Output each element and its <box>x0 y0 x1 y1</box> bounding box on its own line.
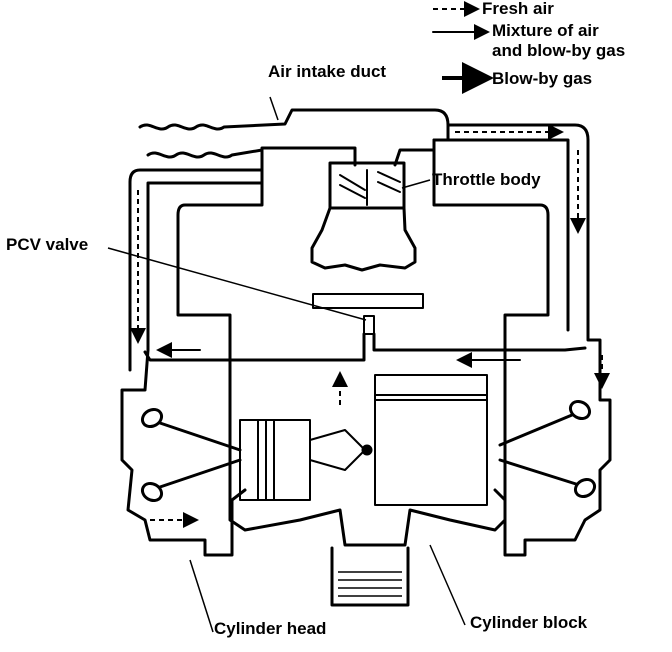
legend-mixture-label-line2: and blow-by gas <box>492 41 626 60</box>
cylinder-block-label: Cylinder block <box>470 613 588 632</box>
valves <box>140 399 597 503</box>
legend-mixture-label-line1: Mixture of air <box>492 21 599 40</box>
cylinder-head <box>120 348 612 633</box>
cylinder-head-label: Cylinder head <box>214 619 327 638</box>
intake-plenum <box>176 148 550 334</box>
legend-fresh-air-label: Fresh air <box>482 0 554 18</box>
legend-arrows <box>432 1 494 94</box>
air-intake-duct-label: Air intake duct <box>268 62 387 81</box>
legend-blowby-label: Blow-by gas <box>492 69 593 88</box>
ventilation-hoses <box>128 123 610 394</box>
throttle-body <box>328 161 431 210</box>
pcv-valve-label: PCV valve <box>6 235 89 254</box>
throttle-body-label: Throttle body <box>432 170 541 189</box>
air-intake-duct <box>138 96 450 167</box>
cylinder-block <box>228 330 507 547</box>
oil-pan <box>330 544 466 626</box>
